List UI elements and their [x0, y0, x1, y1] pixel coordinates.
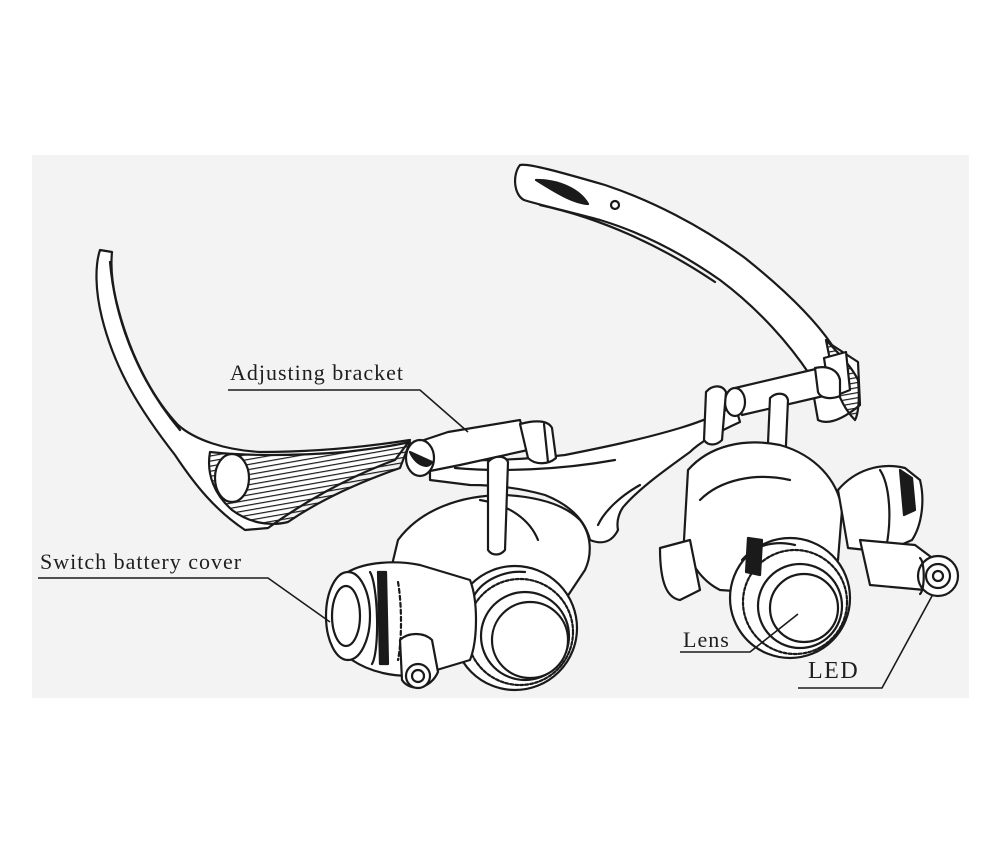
label-switch-battery-cover: Switch battery cover	[40, 549, 243, 574]
left-temple-arm	[95, 248, 412, 532]
label-lens: Lens	[683, 627, 730, 652]
leader-led	[798, 595, 933, 689]
leader-switch-battery-cover	[38, 577, 331, 623]
switch-battery-housing	[324, 561, 478, 690]
leader-lens	[680, 613, 799, 653]
leader-adjusting-bracket	[228, 389, 469, 433]
led-housing	[836, 464, 960, 598]
adjusting-bracket-left	[404, 418, 558, 478]
label-adjusting-bracket: Adjusting bracket	[230, 360, 405, 385]
right-eyepiece	[658, 441, 852, 660]
callout-leaders	[38, 389, 933, 689]
bridge	[428, 403, 742, 544]
label-led: LED	[808, 658, 860, 684]
